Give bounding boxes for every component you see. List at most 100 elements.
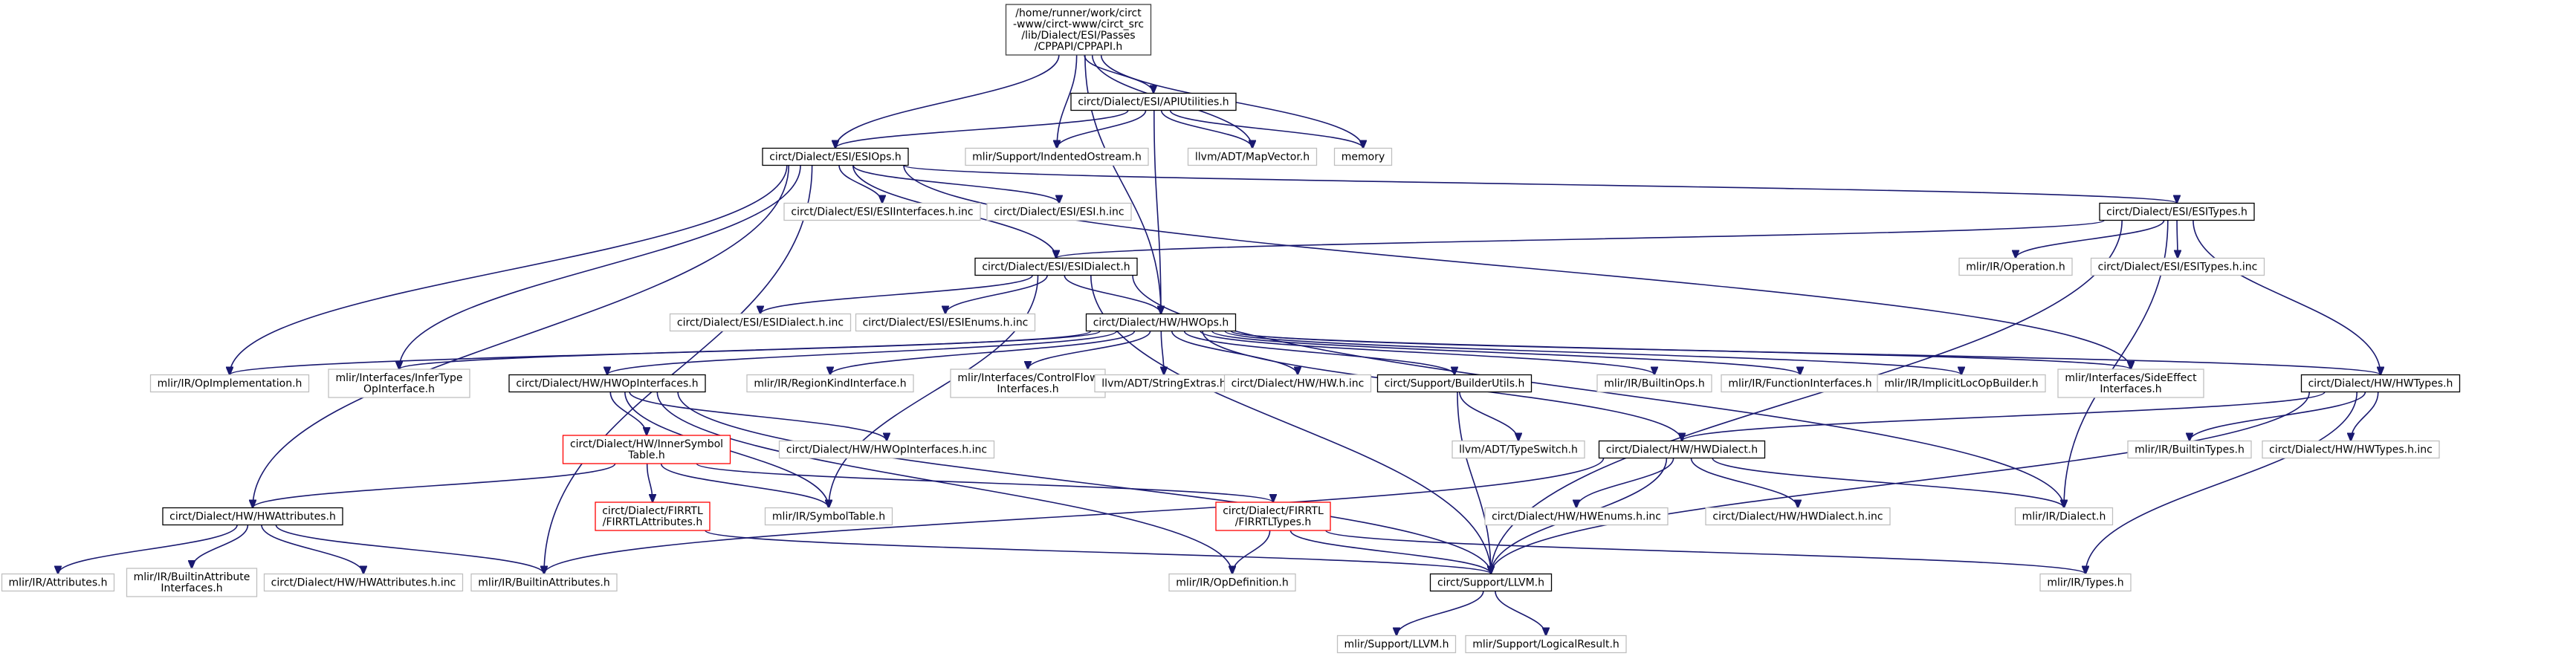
graph-node-firrtltypes[interactable]: circt/Dialect/FIRRTL/FIRRTLTypes.h — [1215, 501, 1331, 531]
node-label: circt/Support/BuilderUtils.h — [1385, 378, 1525, 390]
node-label-line: circt/Dialect/ESI/ESIEnums.h.inc — [863, 317, 1029, 329]
edge-root-to-apiutil — [1084, 54, 1153, 94]
edge-esiops-to-esihinc — [852, 165, 1059, 204]
node-box — [762, 147, 909, 166]
edge-builderutils-to-typeswitch — [1459, 392, 1518, 441]
node-label-line: Interfaces.h — [161, 582, 222, 594]
graph-node-supportllvm[interactable]: circt/Support/LLVM.h — [1429, 573, 1553, 592]
node-box — [764, 507, 893, 526]
graph-node-hwdialectinc: circt/Dialect/HW/HWDialect.h.inc — [1705, 507, 1891, 526]
edge-innersymbol-to-firrtltypes — [696, 463, 1273, 502]
edges-layer — [58, 54, 2381, 636]
graph-node-builderutils[interactable]: circt/Support/BuilderUtils.h — [1376, 374, 1533, 393]
edge-innersymbol-to-hwattrs — [253, 463, 616, 508]
node-box — [162, 507, 343, 526]
edge-apiutil-to-hwops — [1153, 110, 1161, 314]
node-label-line: Table.h — [627, 449, 665, 461]
node-label-line: circt/Dialect/ESI/ESITypes.h.inc — [2098, 262, 2258, 273]
graph-node-implicitloc: mlir/IR/ImplicitLocOpBuilder.h — [1877, 374, 2046, 393]
node-label: circt/Support/LLVM.h — [1437, 577, 1544, 589]
edge-esiops-to-esitypes — [903, 164, 2177, 204]
node-label-line: mlir/Support/LLVM.h — [1344, 639, 1449, 651]
node-label: mlir/IR/Types.h — [2047, 577, 2123, 589]
node-label-line: /CPPAPI/CPPAPI.h — [1035, 41, 1123, 53]
node-label-line: /FIRRTLTypes.h — [1235, 516, 1312, 528]
graph-node-hwdialect[interactable]: circt/Dialect/HW/HWDialect.h — [1598, 440, 1766, 459]
node-label-line: /lib/Dialect/ESI/Passes — [1021, 30, 1135, 42]
node-label: llvm/ADT/MapVector.h — [1195, 152, 1310, 163]
node-box — [1187, 147, 1318, 166]
node-label: mlir/IR/FunctionInterfaces.h — [1728, 378, 1871, 390]
node-box — [778, 440, 995, 459]
node-label: /home/runner/work/circt-www/circt-www/ci… — [1013, 7, 1144, 53]
node-label-line: mlir/IR/Dialect.h — [2022, 511, 2106, 523]
graph-node-mlirdialect: mlir/IR/Dialect.h — [2014, 507, 2114, 526]
edge-hwtypes-to-hwdialect — [1682, 391, 2326, 441]
graph-node-hwtypes[interactable]: circt/Dialect/HW/HWTypes.h — [2300, 374, 2461, 393]
edge-hwops-to-infertype — [399, 330, 1101, 370]
node-label-line: circt/Dialect/FIRRTL — [1223, 505, 1324, 517]
graph-node-hwopifaces[interactable]: circt/Dialect/HW/HWOpInterfaces.h — [508, 374, 706, 393]
graph-node-hwattrsinc: circt/Dialect/HW/HWAttributes.h.inc — [263, 573, 464, 592]
graph-node-esitypes[interactable]: circt/Dialect/ESI/ESITypes.h — [2099, 202, 2255, 221]
graph-node-mapvector: llvm/ADT/MapVector.h — [1187, 147, 1318, 166]
node-box — [1452, 440, 1585, 459]
node-label: circt/Dialect/HW/HWTypes.h — [2308, 378, 2453, 390]
node-label: mlir/IR/BuiltinAttributes.h — [478, 577, 609, 589]
edge-esiops-to-builtinattrs — [544, 165, 813, 574]
node-box — [855, 313, 1036, 332]
node-label: circt/Dialect/ESI/APIUtilities.h — [1078, 97, 1229, 108]
node-label: mlir/IR/Attributes.h — [9, 577, 108, 589]
graph-node-apiutil[interactable]: circt/Dialect/ESI/APIUtilities.h — [1070, 92, 1237, 111]
edge-hwops-to-builtinops — [1200, 330, 1654, 375]
node-box — [2039, 573, 2132, 592]
graph-node-esidialect[interactable]: circt/Dialect/ESI/ESIDialect.h — [974, 257, 1138, 276]
node-label-line: circt/Dialect/HW/HWTypes.h.inc — [2269, 444, 2433, 456]
node-label-line: circt/Support/LLVM.h — [1437, 577, 1544, 589]
graph-node-hwattrs[interactable]: circt/Dialect/HW/HWAttributes.h — [162, 507, 343, 526]
edge-hwdialect-to-hwenumsinc — [1576, 458, 1674, 508]
node-box — [2099, 202, 2255, 221]
node-box — [974, 257, 1138, 276]
graph-node-root[interactable]: /home/runner/work/circt-www/circt-www/ci… — [1005, 4, 1152, 56]
node-label-line: mlir/Interfaces/SideEffect — [2065, 372, 2197, 384]
node-label: circt/Dialect/HW/HWDialect.h — [1606, 444, 1758, 456]
graph-node-mlirsupportllvm: mlir/Support/LLVM.h — [1336, 634, 1457, 654]
edge-hwops-to-controlflow — [1028, 331, 1151, 370]
graph-node-typeswitch: llvm/ADT/TypeSwitch.h — [1452, 440, 1585, 459]
graph-node-firrtlattrs[interactable]: circt/Dialect/FIRRTL/FIRRTLAttributes.h — [595, 501, 711, 531]
graph-node-esienumsinc: circt/Dialect/ESI/ESIEnums.h.inc — [855, 313, 1036, 332]
node-label: llvm/ADT/TypeSwitch.h — [1459, 444, 1578, 456]
graph-node-hwops[interactable]: circt/Dialect/HW/HWOps.h — [1085, 313, 1237, 332]
node-label: mlir/IR/Dialect.h — [2022, 511, 2106, 523]
node-box — [1333, 147, 1393, 166]
edge-hwopifaces-to-opdefinition — [656, 392, 1232, 574]
edge-hwops-to-regionkind — [830, 331, 1136, 375]
edge-esitypes-to-hwtypes — [2192, 220, 2381, 375]
node-label-line: OpInterface.h — [363, 383, 435, 395]
node-box — [562, 435, 731, 464]
edge-hwtypes-to-mlirtypes — [2085, 392, 2358, 574]
edge-hwdialect-to-hwdialectinc — [1690, 458, 1798, 508]
graph-node-opdefinition: mlir/IR/OpDefinition.h — [1168, 573, 1296, 592]
node-label-line: mlir/IR/Types.h — [2047, 577, 2123, 589]
graph-node-mlirattrs: mlir/IR/Attributes.h — [1, 573, 115, 592]
node-box — [1336, 634, 1457, 654]
node-label-line: mlir/IR/FunctionInterfaces.h — [1728, 378, 1871, 390]
edge-supportllvm-to-logicalresult — [1495, 591, 1546, 636]
node-box — [1465, 634, 1627, 654]
edge-root-to-esiops — [835, 54, 1060, 149]
graph-node-regionkind: mlir/IR/RegionKindInterface.h — [746, 374, 914, 393]
edge-hwopifaces-to-supportllvm — [677, 392, 1491, 574]
node-label: circt/Dialect/ESI/ESIDialect.h — [982, 262, 1130, 273]
node-label: circt/Dialect/HW/HWTypes.h.inc — [2269, 444, 2433, 456]
graph-node-esiops[interactable]: circt/Dialect/ESI/ESIOps.h — [762, 147, 909, 166]
node-label: mlir/Support/IndentedOstream.h — [972, 152, 1142, 163]
